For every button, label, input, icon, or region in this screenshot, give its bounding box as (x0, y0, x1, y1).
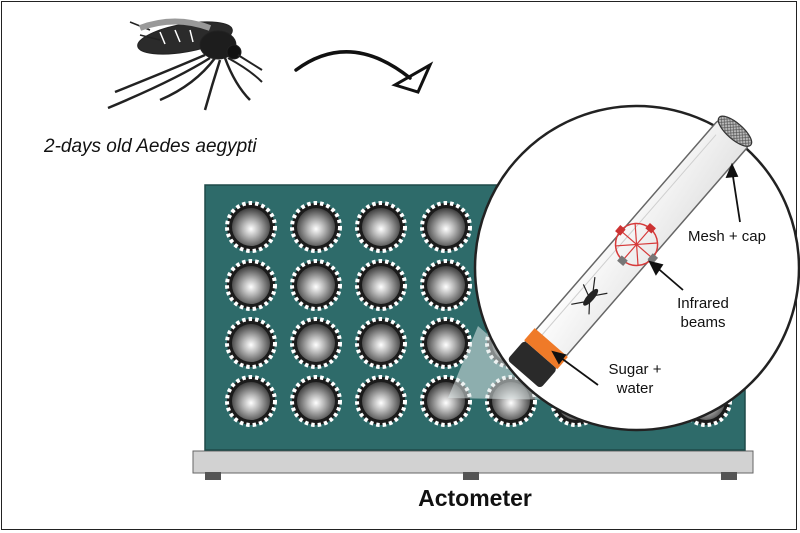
actometer-base (192, 450, 754, 480)
tube-well (290, 375, 342, 427)
tube-well (355, 201, 407, 253)
callout-arrows (551, 162, 741, 386)
sugar-water-plug (508, 341, 556, 388)
tube-well (290, 259, 342, 311)
sugar-label-line2: water (616, 380, 654, 397)
tube-well (225, 317, 277, 369)
curved-arrow (294, 50, 434, 94)
tube-well (420, 259, 472, 311)
tube-well (225, 259, 277, 311)
tube-well (355, 375, 407, 427)
device-caption: Actometer (418, 485, 532, 511)
species-caption: 2-days old Aedes aegypti (44, 136, 257, 157)
infrared-label-line2: beams (680, 314, 726, 331)
tube-well (420, 317, 472, 369)
tube-well (355, 317, 407, 369)
tube-well (355, 259, 407, 311)
mosquito-illustration (107, 18, 263, 111)
infrared-beam-ring (614, 222, 659, 267)
tube-well (225, 375, 277, 427)
magnifier-circle (473, 104, 800, 432)
sugar-label-line1: Sugar + (608, 361, 662, 378)
tube-well (225, 201, 277, 253)
mosquito-in-tube-icon (571, 277, 608, 315)
infrared-label-line1: Infrared (677, 295, 729, 312)
tube-well (290, 317, 342, 369)
tube-well (420, 201, 472, 253)
tube-well (290, 201, 342, 253)
mesh-cap-label: Mesh + cap (688, 228, 766, 245)
infrared-beams-label: Infrared beams (668, 294, 738, 332)
mesh-cap (717, 115, 753, 147)
sugar-water-label: Sugar + water (600, 360, 670, 398)
